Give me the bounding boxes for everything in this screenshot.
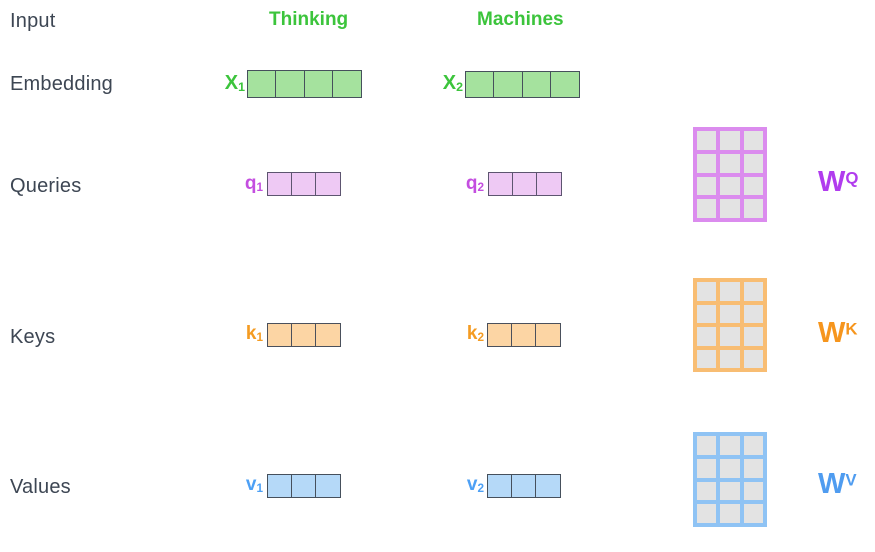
vector-cell xyxy=(465,71,495,98)
matrix-cell xyxy=(697,481,717,501)
matrix-cell xyxy=(720,282,740,301)
q2-vector xyxy=(488,172,563,196)
vector-cell xyxy=(511,474,537,498)
matrix-cell xyxy=(720,458,740,478)
vector-cell xyxy=(267,474,293,498)
matrix-cell xyxy=(720,327,740,346)
v1-label: v1 xyxy=(245,474,263,495)
row-label-keys: Keys xyxy=(10,326,56,348)
q1-label: q1 xyxy=(244,173,263,194)
v1-vector xyxy=(267,474,342,498)
matrix-cell xyxy=(720,199,740,218)
matrix-cell xyxy=(743,458,763,478)
vector-cell xyxy=(315,323,342,347)
vector-cell xyxy=(488,172,514,196)
vector-cell xyxy=(511,323,537,347)
wk-matrix xyxy=(693,278,767,372)
k2-vector xyxy=(487,323,562,347)
vector-cell xyxy=(291,172,317,196)
vector-cell xyxy=(291,474,317,498)
vector-cell xyxy=(487,474,513,498)
matrix-cell xyxy=(743,131,763,150)
matrix-cell xyxy=(743,436,763,455)
matrix-cell xyxy=(743,282,763,301)
matrix-cell xyxy=(743,199,763,218)
matrix-cell xyxy=(697,304,717,323)
vector-cell xyxy=(521,71,552,98)
vector-cell xyxy=(332,70,362,98)
row-label-embedding: Embedding xyxy=(10,73,113,95)
word-machines: Machines xyxy=(477,9,564,30)
matrix-cell xyxy=(720,304,740,323)
row-label-queries: Queries xyxy=(10,175,82,197)
k1-label: k1 xyxy=(245,323,263,344)
matrix-cell xyxy=(720,504,740,523)
vector-cell xyxy=(493,71,524,98)
matrix-cell xyxy=(697,349,717,368)
x2-vector xyxy=(465,71,580,98)
matrix-cell xyxy=(697,153,717,173)
matrix-cell xyxy=(697,327,717,346)
matrix-cell xyxy=(720,481,740,501)
v2-vector xyxy=(487,474,562,498)
vector-cell xyxy=(275,70,306,98)
matrix-cell xyxy=(720,436,740,455)
vector-cell xyxy=(267,323,293,347)
row-label-values: Values xyxy=(10,476,71,498)
row-label-input: Input xyxy=(10,10,56,32)
matrix-cell xyxy=(743,349,763,368)
vector-cell xyxy=(303,70,334,98)
matrix-cell xyxy=(720,349,740,368)
vector-cell xyxy=(512,172,538,196)
x2-label: X2 xyxy=(442,72,463,94)
vector-cell xyxy=(267,172,293,196)
vector-cell xyxy=(550,71,580,98)
matrix-cell xyxy=(697,458,717,478)
vector-cell xyxy=(315,474,342,498)
vector-cell xyxy=(315,172,342,196)
matrix-cell xyxy=(743,153,763,173)
matrix-cell xyxy=(697,131,717,150)
vector-cell xyxy=(536,172,563,196)
matrix-cell xyxy=(720,131,740,150)
q1-vector xyxy=(267,172,342,196)
matrix-cell xyxy=(697,436,717,455)
x1-vector xyxy=(247,70,362,98)
matrix-cell xyxy=(743,304,763,323)
vector-cell xyxy=(487,323,513,347)
matrix-cell xyxy=(720,176,740,196)
vector-cell xyxy=(535,323,562,347)
vector-cell xyxy=(247,70,277,98)
matrix-cell xyxy=(743,176,763,196)
wq-matrix xyxy=(693,127,767,222)
k2-label: k2 xyxy=(466,323,484,344)
k1-vector xyxy=(267,323,342,347)
v2-label: v2 xyxy=(466,474,484,495)
matrix-cell xyxy=(697,176,717,196)
x1-label: X1 xyxy=(224,72,245,94)
wv-label: WV xyxy=(818,468,857,500)
word-thinking: Thinking xyxy=(269,9,349,30)
wk-label: WK xyxy=(818,317,858,349)
matrix-cell xyxy=(720,153,740,173)
matrix-cell xyxy=(697,199,717,218)
matrix-cell xyxy=(743,327,763,346)
matrix-cell xyxy=(697,282,717,301)
wv-matrix xyxy=(693,432,767,527)
wq-label: WQ xyxy=(818,166,859,198)
vector-cell xyxy=(535,474,562,498)
vector-cell xyxy=(291,323,317,347)
q2-label: q2 xyxy=(465,173,484,194)
matrix-cell xyxy=(697,504,717,523)
matrix-cell xyxy=(743,481,763,501)
matrix-cell xyxy=(743,504,763,523)
